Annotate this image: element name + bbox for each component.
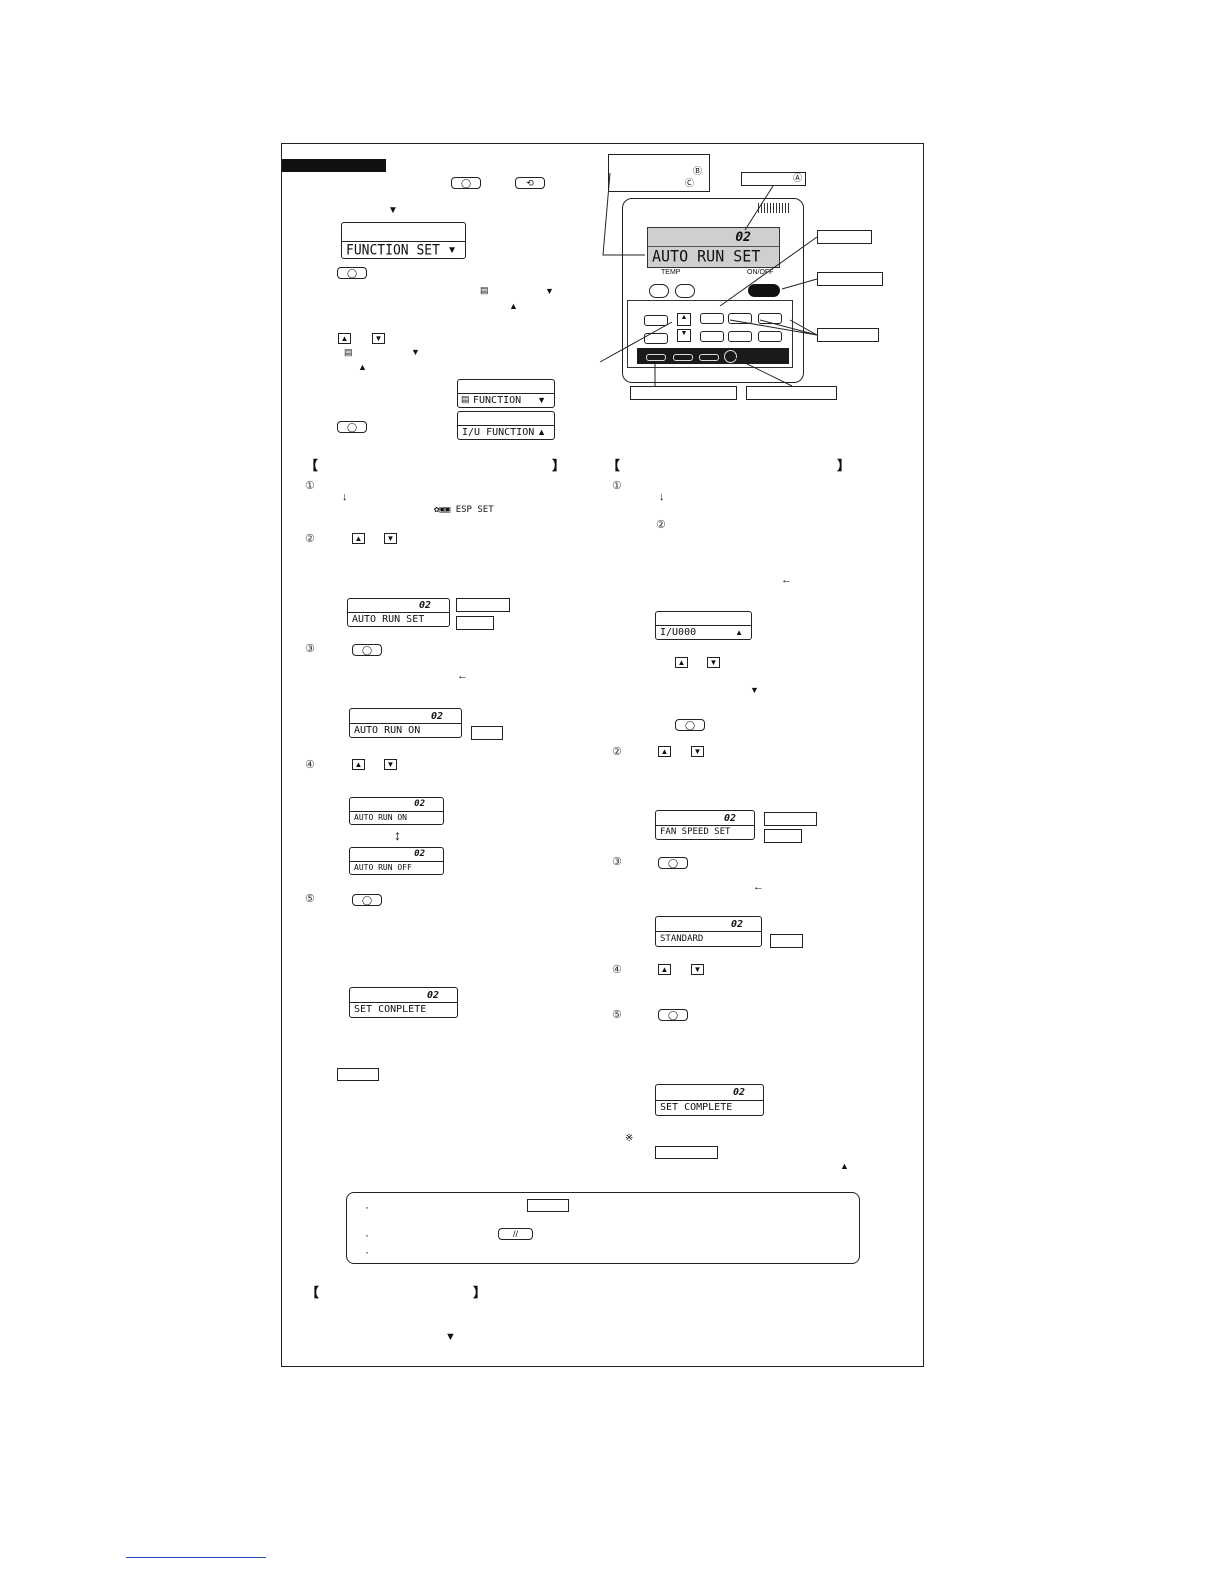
footer-link-underline [126, 1557, 266, 1558]
lcd-fan-speed-set: 02 FAN SPEED SET [655, 810, 755, 840]
callout-box-bottom-2 [746, 386, 837, 400]
temp-up-button[interactable] [675, 284, 695, 298]
temp-down-button[interactable] [649, 284, 669, 298]
label-box-text [456, 616, 494, 630]
set-button-icon: ◯ [675, 719, 705, 731]
remote-lcd: 02 AUTO RUN SET [647, 227, 780, 268]
mode-key[interactable] [758, 313, 782, 324]
down-triangle-icon: ▼ [545, 286, 554, 296]
test-key[interactable] [699, 354, 719, 361]
louver-key[interactable] [728, 331, 752, 342]
set-key[interactable] [700, 313, 724, 324]
label-box-right-note [655, 1146, 718, 1159]
lcd-auto-run-on: 02 AUTO RUN ON [349, 708, 462, 738]
lcd-function: ▤ FUNCTION ▼ [457, 379, 555, 408]
section-header-bar [282, 159, 386, 172]
up-button-icon: ▲ [352, 533, 365, 544]
memo-icon: ▤ [344, 347, 353, 357]
lcd-set-complete-left: 02 SET CONPLETE [349, 987, 458, 1018]
up-button-icon: ▲ [675, 657, 688, 668]
set-button-icon: ◯ [658, 1009, 688, 1021]
down-button-icon: ▼ [384, 533, 397, 544]
up-button-icon: ▲ [338, 333, 351, 344]
down-triangle-icon: ▼ [445, 1331, 456, 1343]
label-box-value [471, 726, 503, 740]
timer-key[interactable] [644, 315, 668, 326]
fan-speed-key[interactable] [728, 313, 752, 324]
reset-key[interactable] [700, 331, 724, 342]
up-button-icon: ▲ [658, 746, 671, 757]
down-triangle-icon: ▼ [750, 685, 759, 695]
remote-controller: 02 AUTO RUN SET TEMP ON/OFF [622, 198, 804, 383]
lcd-iu000: I/U000 ▲ [655, 611, 752, 640]
label-box-code [764, 812, 817, 826]
lcd-function-set: FUNCTION SET ▼ [341, 222, 466, 259]
up-button-icon: ▲ [658, 964, 671, 975]
callout-box-a: Ⓐ [741, 172, 806, 186]
set-button-icon: ◯ [451, 177, 481, 189]
reset-pinhole[interactable] [724, 350, 737, 363]
lcd-auto-run-off: 02 AUTO RUN OFF [349, 847, 444, 875]
lcd-auto-run-set: 02 AUTO RUN SET [347, 598, 450, 627]
up-triangle-icon: ▲ [358, 362, 367, 372]
up-triangle-icon: ▲ [840, 1161, 849, 1171]
lcd-standard: 02 STANDARD [655, 916, 762, 947]
callout-box-right-3 [817, 328, 879, 342]
down-button-icon: ▼ [691, 746, 704, 757]
down-button-icon: ▼ [384, 759, 397, 770]
callout-box-bottom-1 [630, 386, 737, 400]
up-triangle-icon: ▲ [509, 301, 518, 311]
notes-box: · · // · [346, 1192, 860, 1264]
set-button-icon: ◯ [352, 644, 382, 656]
set-button-icon: ◯ [337, 267, 367, 279]
air-con-no-key[interactable] [646, 354, 666, 361]
set-button-icon: ◯ [658, 857, 688, 869]
reset-button-icon: // [498, 1228, 533, 1240]
esp-set-icon: ✿▣▣ ESP SET [434, 505, 494, 515]
down-button-icon: ▼ [691, 964, 704, 975]
down-button-icon: ▼ [707, 657, 720, 668]
up-key[interactable]: ▲ [677, 313, 691, 326]
down-triangle-icon: ▼ [411, 347, 420, 357]
callout-box-bc: Ⓑ Ⓒ [608, 154, 710, 192]
lcd-auto-run-on-small: 02 AUTO RUN ON [349, 797, 444, 825]
on-off-button[interactable] [748, 284, 780, 297]
fan-icon: ✿▣▣ [434, 505, 451, 515]
venti-key[interactable] [758, 331, 782, 342]
label-box-left-note [337, 1068, 379, 1081]
set-button-icon: ◯ [352, 894, 382, 906]
sleep-key[interactable] [644, 333, 668, 344]
check-key[interactable] [673, 354, 693, 361]
callout-box-right-1 [817, 230, 872, 244]
page-frame [281, 143, 924, 1367]
label-box-note [527, 1199, 569, 1212]
set-button-icon: ◯ [337, 421, 367, 433]
down-triangle-icon: ▼ [388, 205, 398, 216]
lcd-iu-function: I/U FUNCTION ▲ [457, 411, 555, 440]
memo-icon: ▤ [461, 394, 470, 404]
label-box-value [770, 934, 803, 948]
memo-icon: ▤ [480, 285, 489, 295]
speaker-grille [758, 203, 790, 213]
lcd-set-complete-right: 02 SET COMPLETE [655, 1084, 764, 1116]
callout-box-right-2 [817, 272, 883, 286]
remote-function-strip [637, 348, 789, 364]
up-button-icon: ▲ [352, 759, 365, 770]
label-box-code [456, 598, 510, 612]
down-button-icon: ▼ [372, 333, 385, 344]
down-key[interactable]: ▼ [677, 329, 691, 342]
label-box-text [764, 829, 802, 843]
mode-button-icon: ⟲ [515, 177, 545, 189]
